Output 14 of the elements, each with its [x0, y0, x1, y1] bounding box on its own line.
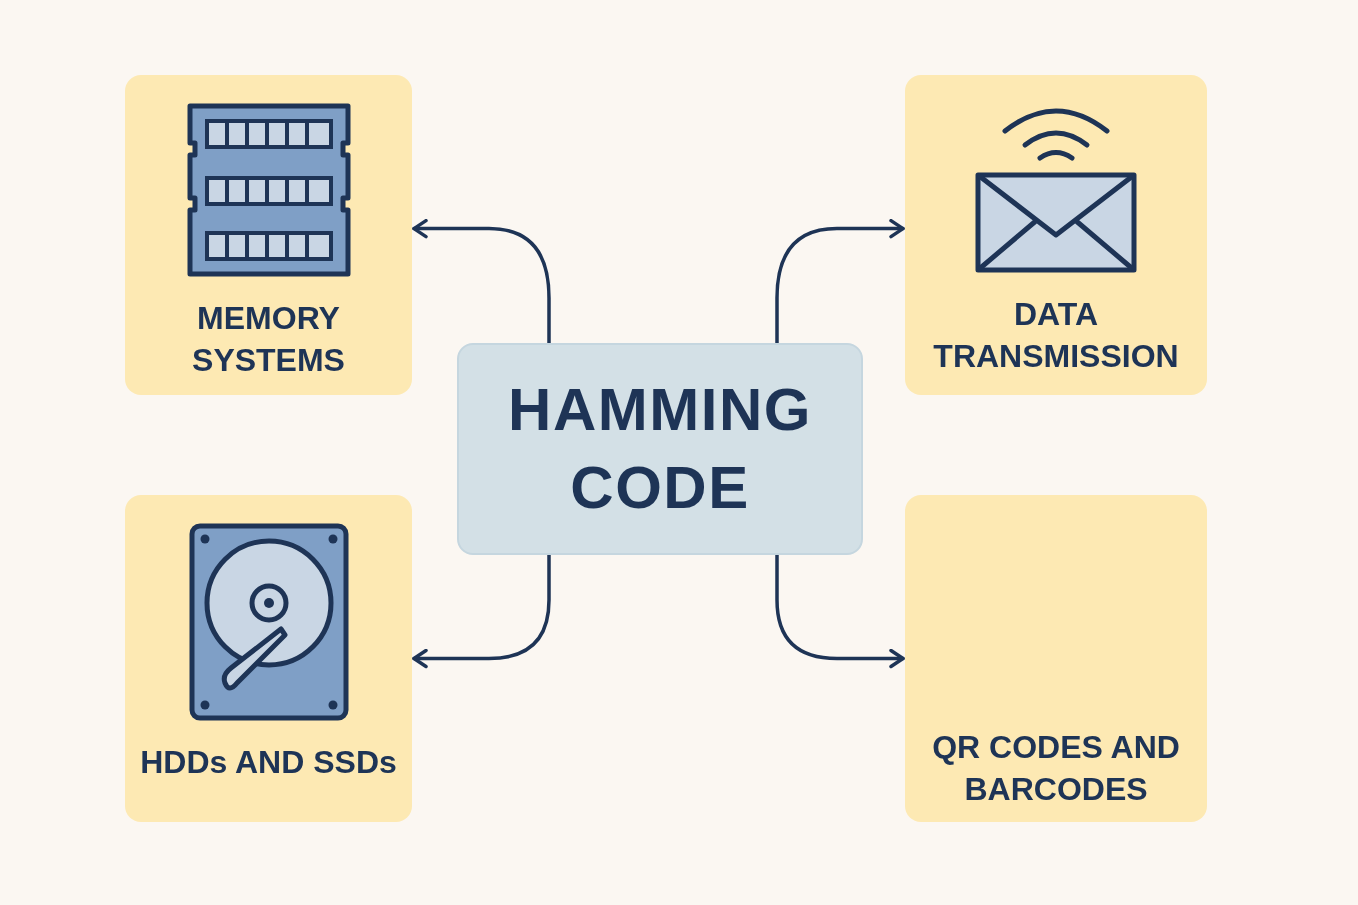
application-card: [905, 495, 1207, 822]
application-card: [125, 495, 412, 822]
curved-arrow: [775, 218, 905, 345]
topic-box: [457, 343, 863, 555]
application-card: [125, 75, 412, 395]
card-label: MEMORY SYSTEMS: [191, 299, 346, 380]
card-label: QR CODES AND BARCODES: [931, 728, 1181, 809]
card-label: HDDs AND SSDs: [139, 743, 398, 782]
title-text: HAMMING CODE: [507, 375, 813, 523]
curved-arrow: [412, 553, 551, 669]
curved-arrow: [412, 218, 551, 345]
application-card: [905, 75, 1207, 395]
curved-arrow: [775, 553, 905, 669]
card-label: DATA TRANSMISSION: [932, 295, 1180, 376]
